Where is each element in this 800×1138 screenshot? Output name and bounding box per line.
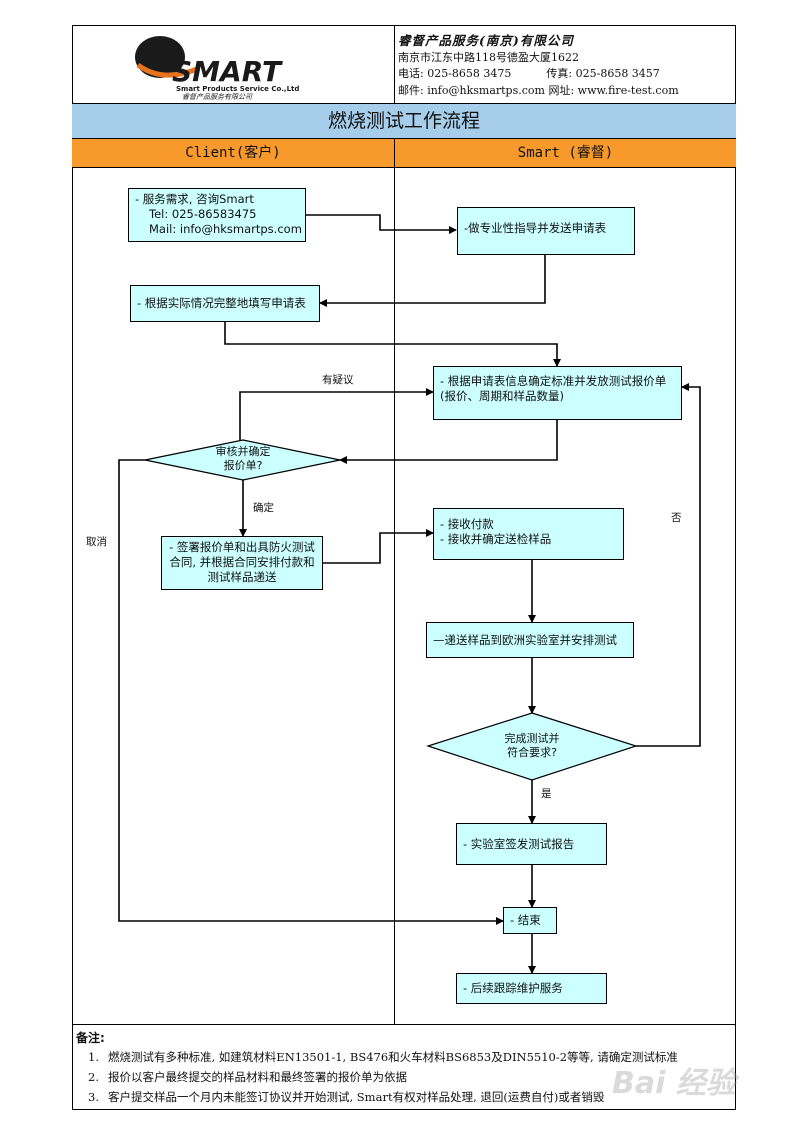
decision-test-diamond (426, 712, 638, 781)
note-number: 2. (88, 1070, 99, 1084)
note-text: 客户提交样品一个月内未能签订协议并开始测试, Smart有权对样品处理, 退回(… (108, 1090, 605, 1104)
arrow-fill-to-quote (224, 322, 561, 367)
header-separator (394, 25, 395, 103)
company-logo: SMART Smart Products Service Co.,Ltd 睿督产… (72, 25, 394, 103)
node-report: - 实验室签发测试报告 (456, 823, 607, 865)
node-fill-form: - 根据实际情况完整地填写申请表 (130, 285, 320, 322)
note-item: 3. 客户提交样品一个月内未能签订协议并开始测试, Smart有权对样品处理, 退… (88, 1089, 604, 1105)
node-send-lab-label: —递送样品到欧洲实验室并安排测试 (433, 633, 617, 647)
note-text: 报价以客户最终提交的样品材料和最终签署的报价单为依据 (108, 1070, 407, 1084)
node-inquiry: - 服务需求, 咨询Smart Tel: 025-86583475 Mail: … (128, 188, 306, 242)
node-inquiry-line: Tel: 025-86583475 (149, 207, 257, 221)
company-contact-row: 电话: 025-8658 3475 传真: 025-8658 3457 (398, 66, 679, 83)
lane-header-client: Client(客户) (72, 139, 394, 168)
node-test-text: 完成测试并 符合要求? (470, 732, 594, 760)
node-test-line: 完成测试并 (504, 732, 560, 745)
node-quote: - 根据申请表信息确定标准并发放测试报价单 (报价、周期和样品数量) (433, 366, 682, 420)
node-send-lab: —递送样品到欧洲实验室并安排测试 (426, 622, 634, 658)
node-sign-line: 测试样品递送 (207, 570, 277, 584)
node-followup: - 后续跟踪维护服务 (456, 973, 607, 1004)
label-confirm: 确定 (253, 502, 274, 514)
arrow-review-doubt-to-quote (239, 388, 434, 440)
svg-text:Smart Products Service Co.,Ltd: Smart Products Service Co.,Ltd (176, 85, 299, 93)
notes-section: 备注: 1. 燃烧测试有多种标准, 如建筑材料EN13501-1, BS476和火… (72, 1024, 736, 1110)
node-guide: -做专业性指导并发送申请表 (457, 207, 635, 255)
node-report-label: - 实验室签发测试报告 (463, 837, 575, 851)
company-address: 南京市江东中路118号德盈大厦1622 (398, 50, 579, 64)
note-number: 3. (88, 1090, 99, 1104)
node-receive-line: - 接收并确定送检样品 (440, 532, 552, 546)
notes-heading: 备注: (76, 1031, 105, 1045)
watermark: Bai 经验 (612, 1066, 736, 1101)
arrow-test-no-to-quote (636, 383, 701, 747)
node-sign: - 签署报价单和出具防火测试 合同, 并根据合同安排付款和 测试样品递送 (161, 536, 323, 590)
node-inquiry-line: - 服务需求, 咨询Smart (135, 192, 254, 206)
company-phone: 电话: 025-8658 3475 (398, 67, 512, 80)
note-item: 2. 报价以客户最终提交的样品材料和最终签署的报价单为依据 (88, 1069, 407, 1085)
node-quote-line: - 根据申请表信息确定标准并发放测试报价单 (440, 374, 667, 388)
arrow-quote-to-review (339, 420, 558, 464)
node-sign-line: - 签署报价单和出具防火测试 (169, 540, 315, 554)
node-end-label: - 结束 (510, 913, 541, 927)
arrow-cancel-to-end (118, 459, 504, 925)
lane-divider (394, 139, 395, 1024)
node-review-text: 审核并确定 报价单? (170, 445, 316, 473)
label-yes: 是 (541, 788, 552, 800)
node-review-line: 审核并确定 (215, 445, 271, 458)
note-item: 1. 燃烧测试有多种标准, 如建筑材料EN13501-1, BS476和火车材料B… (88, 1049, 678, 1065)
node-fill-form-label: - 根据实际情况完整地填写申请表 (137, 296, 306, 310)
label-has-doubt: 有疑议 (322, 374, 354, 386)
arrow-inquiry-to-guide (306, 214, 457, 234)
node-test-line: 符合要求? (507, 746, 557, 759)
node-receive: - 接收付款 - 接收并确定送检样品 (433, 508, 624, 560)
node-inquiry-line: Mail: info@hksmartps.com (149, 222, 302, 236)
label-no: 否 (671, 512, 682, 524)
node-end: - 结束 (503, 907, 557, 934)
company-email-web: 邮件: info@hksmartps.com 网址: www.fire-test… (398, 83, 679, 97)
note-text: 燃烧测试有多种标准, 如建筑材料EN13501-1, BS476和火车材料BS6… (108, 1050, 678, 1064)
node-quote-line: (报价、周期和样品数量) (440, 389, 564, 403)
note-number: 1. (88, 1050, 99, 1064)
company-fax: 传真: 025-8658 3457 (546, 67, 660, 80)
arrow-sign-to-receive (323, 529, 434, 564)
arrow-guide-to-fill (319, 255, 546, 307)
node-review-line: 报价单? (223, 459, 263, 472)
document-frame (72, 25, 736, 1110)
node-receive-line: - 接收付款 (440, 517, 494, 531)
node-guide-label: -做专业性指导并发送申请表 (464, 221, 607, 235)
page-title: 燃烧测试工作流程 (72, 103, 736, 139)
svg-text:睿督产品服务有限公司: 睿督产品服务有限公司 (182, 93, 253, 101)
company-info: 睿督产品服务(南京)有限公司 南京市江东中路118号德盈大厦1622 电话: 0… (398, 33, 679, 99)
lane-header-smart: Smart (睿督) (395, 139, 736, 168)
node-followup-label: - 后续跟踪维护服务 (463, 981, 563, 995)
node-sign-line: 合同, 并根据合同安排付款和 (169, 555, 315, 569)
company-name: 睿督产品服务(南京)有限公司 (398, 33, 574, 48)
svg-text:SMART: SMART (172, 55, 283, 88)
decision-review-diamond (144, 439, 341, 481)
label-cancel: 取消 (86, 536, 107, 548)
